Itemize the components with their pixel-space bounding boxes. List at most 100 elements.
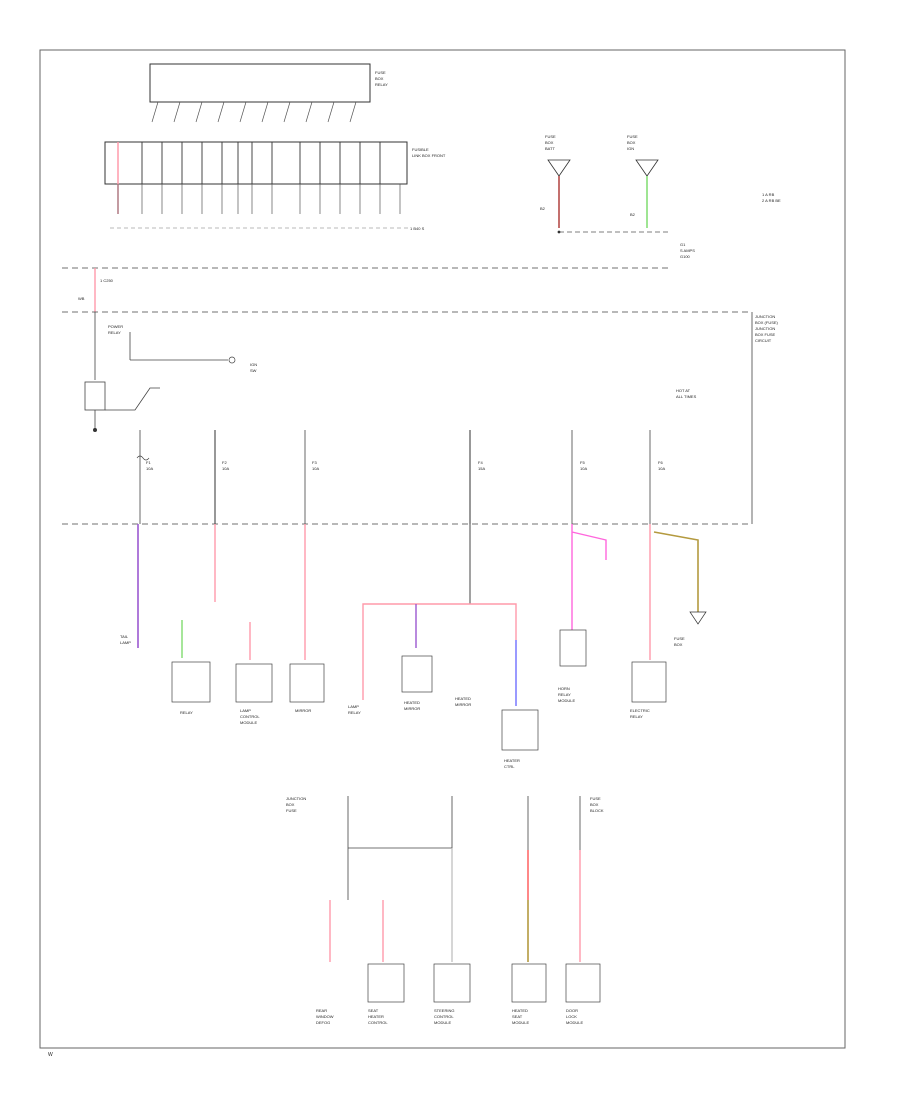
c13-label-3: MODULE: [434, 1020, 451, 1025]
olive-source-symbol: [689, 611, 707, 625]
c1-label-1: TAIL: [120, 634, 129, 639]
mid-wires: [137, 524, 707, 706]
center-note-1: HEATED: [455, 696, 471, 701]
relay-box-label-1: JUNCTION: [755, 326, 775, 331]
fuse-row: F1 10A F2 10A F3 10A F4 15A F5 10A F6 10…: [136, 430, 665, 524]
lower-block-1: FUSE: [590, 796, 601, 801]
ign-switch-label-1: IGN: [250, 362, 257, 367]
source1-line1: FUSE: [545, 134, 556, 139]
mid-components: TAIL LAMP RELAY LAMP CONTROL MODULE MIRR…: [120, 629, 685, 769]
lower-block-3: BLOCK: [590, 808, 604, 813]
component-c13: [433, 963, 471, 1003]
fuse-f3-label-1: F3: [312, 460, 317, 465]
c9-label-1: ELECTRIC: [630, 708, 650, 713]
relay-ground-node: [93, 428, 97, 432]
c15-label-3: MODULE: [566, 1020, 583, 1025]
component-c15: [565, 963, 601, 1003]
fuse-box-label-3: RELAY: [375, 82, 388, 87]
bus1-wire-label: WB: [78, 296, 85, 301]
fuse-connector-block: [104, 141, 408, 185]
c12-label-2: HEATER: [368, 1014, 384, 1019]
source2-symbol: [635, 159, 659, 177]
c9-label-2: RELAY: [630, 714, 643, 719]
component-c3: [235, 663, 273, 703]
relay-box-label-2: BOX FUSE: [755, 332, 776, 337]
wire-magenta: [571, 524, 607, 630]
source1-line2: BOX: [545, 140, 554, 145]
c8-label-2: RELAY: [558, 692, 571, 697]
c6-label-2: MIRROR: [404, 706, 420, 711]
c14-label-3: MODULE: [512, 1020, 529, 1025]
lower-header-1: JUNCTION: [286, 796, 306, 801]
c2-label: RELAY: [180, 710, 193, 715]
connector-label: 1 B40 S: [410, 226, 425, 231]
power-relay: POWER RELAY IGN SW HOT AT ALL TIMES: [84, 312, 697, 432]
source1-line3: BATT: [545, 146, 555, 151]
component-c4: [289, 663, 325, 703]
component-c12: [367, 963, 405, 1003]
bus2-label-1: JUNCTION: [755, 314, 775, 319]
fuse-f4: F4 15A: [469, 430, 485, 524]
fuse-f1: F1 10A: [136, 430, 153, 524]
lower-block-2: BOX: [590, 802, 599, 807]
lower-header-2: BOX: [286, 802, 295, 807]
relay-label-1: POWER: [108, 324, 123, 329]
c4-label: MIRROR: [295, 708, 311, 713]
component-c8: [559, 629, 587, 667]
lower-fuse-stubs: [117, 184, 401, 214]
bus2-label-2: BOX (FUSE): [755, 320, 779, 325]
source-join-node: [557, 230, 561, 234]
fuse-f2-label-2: 10A: [222, 466, 229, 471]
top-right-sources: FUSE BOX BATT B2 FUSE BOX IGN B2 G1 S AM…: [540, 134, 781, 259]
fuse-f1-label-2: 10A: [146, 466, 153, 471]
c14-label-2: SEAT: [512, 1014, 523, 1019]
c8-label-1: HORN: [558, 686, 570, 691]
c12-label-1: SEAT: [368, 1008, 379, 1013]
relay-note-1: HOT AT: [676, 388, 691, 393]
legend-line2: 2 A RB BE: [762, 198, 781, 203]
source1-wire-label: B2: [540, 206, 546, 211]
fuse-f6: F6 10A: [649, 430, 665, 524]
relay-box-label-3: CIRCUIT: [755, 338, 772, 343]
c3-label-2: CONTROL: [240, 714, 260, 719]
c8-label-3: MODULE: [558, 698, 575, 703]
component-c14: [511, 963, 547, 1003]
legend-line1: 1 A RB: [762, 192, 775, 197]
relay-note-2: ALL TIMES: [676, 394, 697, 399]
lower-section: JUNCTION BOX FUSE FUSE BOX BLOCK REAR WI…: [286, 796, 604, 1025]
ground-label-2: S AMPS: [680, 248, 695, 253]
fuse-f1-label-1: F1: [146, 460, 151, 465]
fuse-box-frame: [149, 63, 371, 103]
source1-symbol: [547, 159, 571, 177]
source2-wire-label: B2: [630, 212, 636, 217]
c10-label-1: FUSE: [674, 636, 685, 641]
c11-label-2: WINDOW: [316, 1014, 334, 1019]
wire-pink-left-branch: [362, 603, 470, 700]
connector-block-dividers: [117, 142, 381, 184]
fuse-box-stubs: [151, 101, 357, 123]
component-c6: [401, 655, 433, 693]
page-number: W: [48, 1052, 53, 1058]
c14-label-1: HEATED: [512, 1008, 528, 1013]
source2-line1: FUSE: [627, 134, 638, 139]
c6-label-1: HEATED: [404, 700, 420, 705]
center-note-2: MIRROR: [455, 702, 471, 707]
fuse-f6-label-2: 10A: [658, 466, 665, 471]
fuse-box-label-1: FUSE: [375, 70, 386, 75]
ground-label-3: G100: [680, 254, 691, 259]
c5-label-1: LAMP: [348, 704, 359, 709]
ground-label-1: G1: [680, 242, 686, 247]
page-frame: [39, 49, 846, 1049]
fuse-box-label-2: BOX: [375, 76, 384, 81]
c11-label-3: DEFOG: [316, 1020, 330, 1025]
fuse-f5-label-1: F5: [580, 460, 585, 465]
c15-label-1: DOOR: [566, 1008, 578, 1013]
fuse-f2: F2 10A: [214, 430, 229, 524]
component-c7: [501, 709, 539, 751]
fuse-f6-label-1: F6: [658, 460, 663, 465]
c13-label-1: STEERING: [434, 1008, 454, 1013]
fuse-f3-label-2: 10A: [312, 466, 319, 471]
fuse-f5-label-2: 10A: [580, 466, 587, 471]
fusible-link-label-2: LINK BOX FRONT: [412, 153, 446, 158]
fuse-f5: F5 10A: [571, 430, 587, 524]
